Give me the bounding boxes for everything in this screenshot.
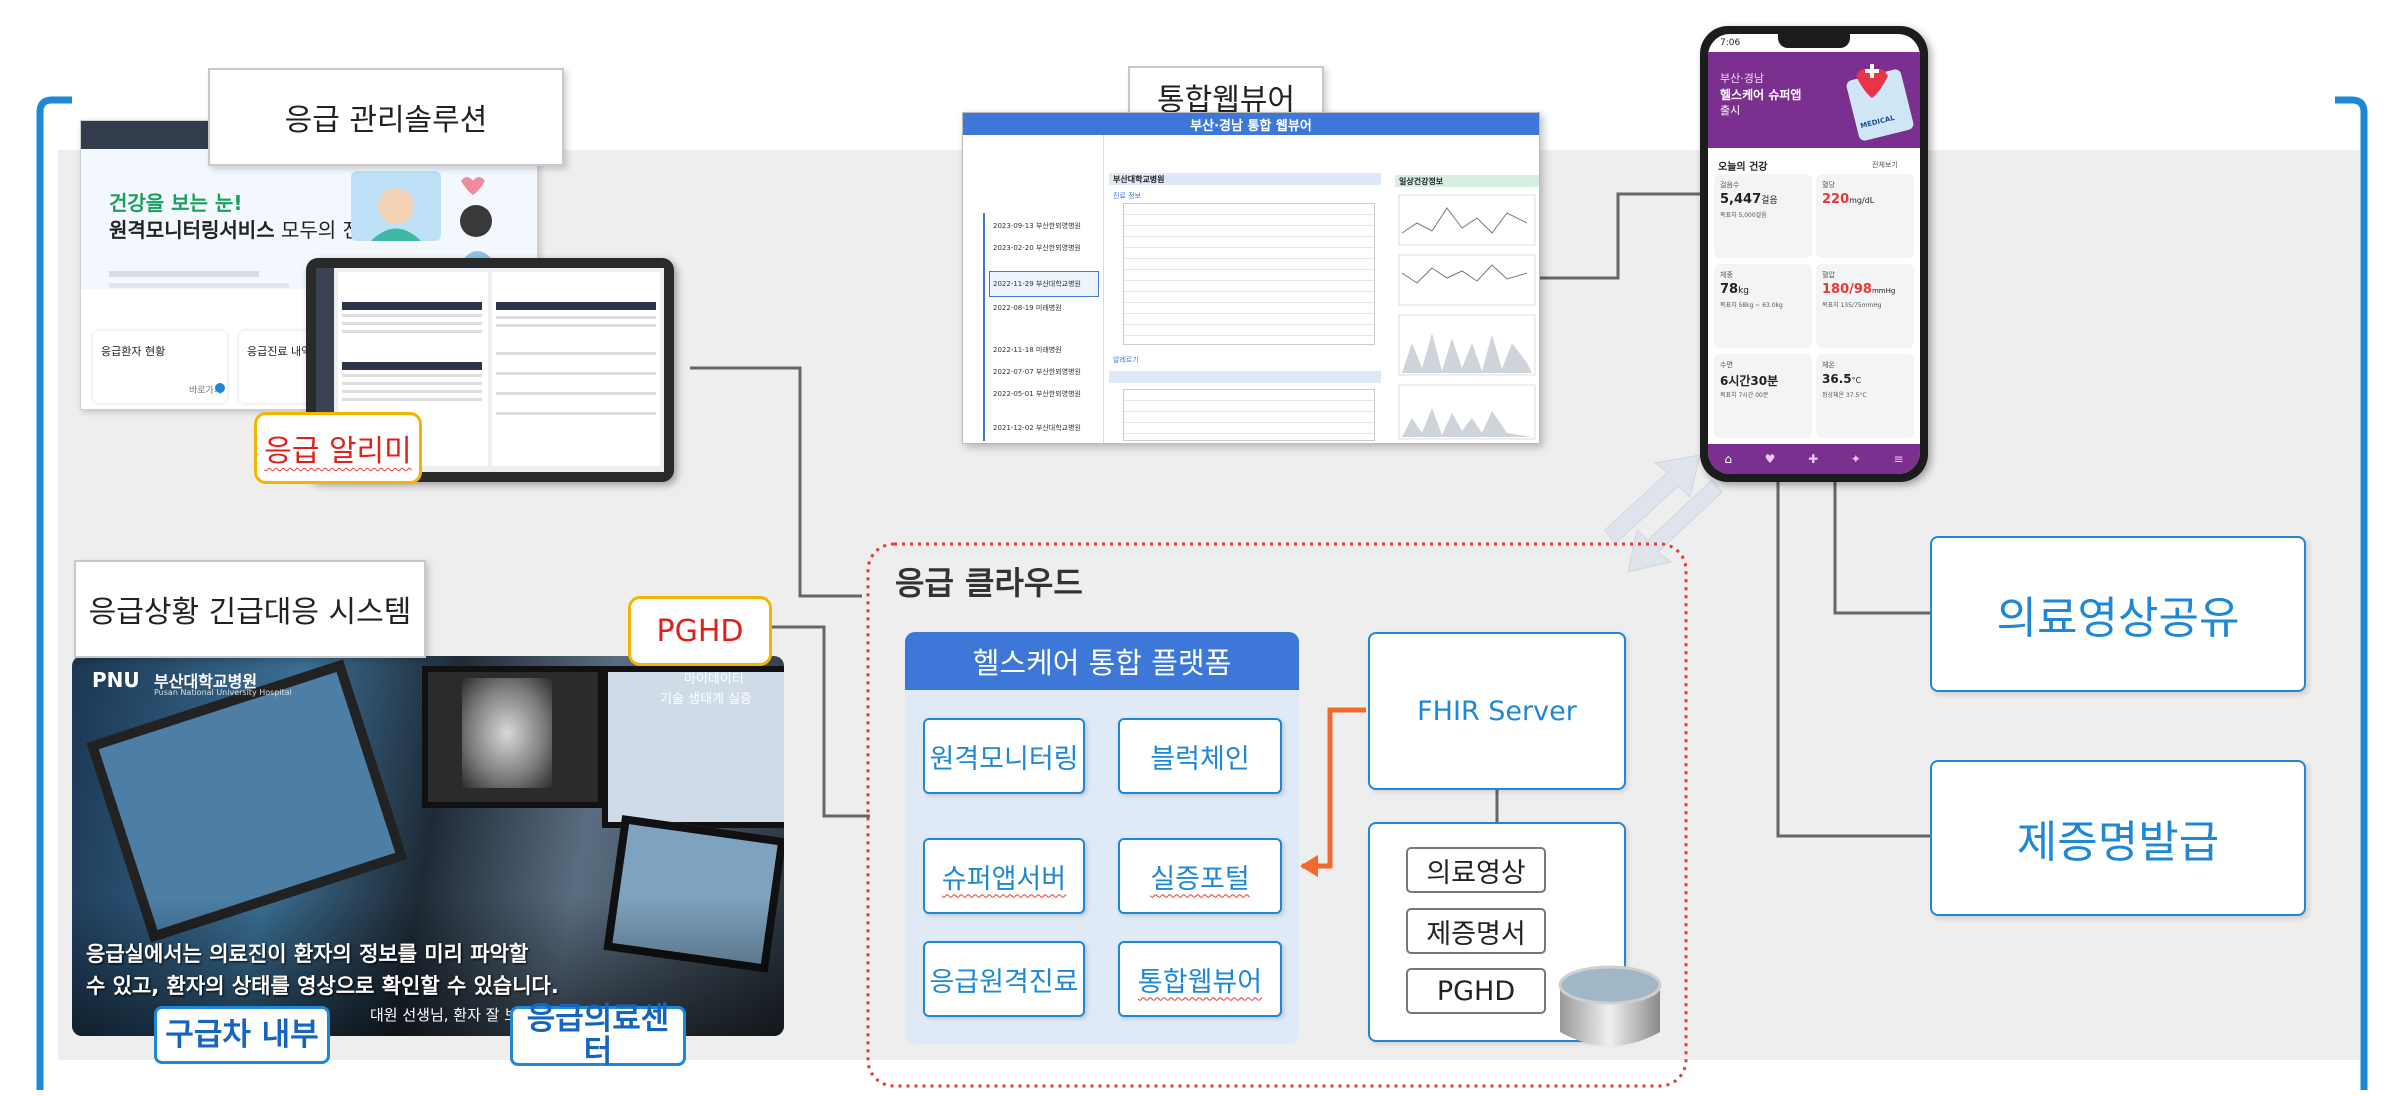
photo-caption-1: 응급실에서는 의료진이 환자의 정보를 미리 파악할: [86, 942, 529, 966]
steps-goal: 목표치 5,000걸음: [1720, 212, 1767, 219]
viewer-section1: 진료 정보: [1113, 192, 1141, 200]
phone-tab-bar: ⌂ ♥ ✚ ✦ ≡: [1708, 444, 1920, 474]
bp-unit: mmHg: [1871, 287, 1896, 295]
visit-date-7[interactable]: 2021-12-02 부산대학교병원: [993, 424, 1081, 432]
pill-icon[interactable]: ✚: [1808, 452, 1819, 466]
tag-ambulance: 구급차 내부: [154, 1006, 330, 1064]
label-emergency-system: 응급상황 긴급대응 시스템: [74, 560, 426, 658]
photo-sign-2: 기술 생태계 실증: [660, 692, 752, 707]
temp-card[interactable]: [1816, 354, 1914, 438]
weight-label: 체중: [1720, 271, 1733, 279]
banner-line1: 부산·경남: [1720, 72, 1764, 85]
steps-label: 걸음수: [1720, 181, 1740, 189]
menu-icon[interactable]: ≡: [1893, 452, 1904, 466]
weight-value: 78: [1720, 282, 1739, 297]
weight-card[interactable]: [1714, 264, 1812, 348]
weight-goal: 목표치 58kg ~ 63.0kg: [1720, 302, 1783, 309]
label-emergency-solution: 응급 관리솔루션: [208, 68, 564, 166]
certificate-issuance-box[interactable]: 제증명발급: [1930, 760, 2306, 916]
viewer-header: 부산·경남 통합 웹뷰어: [963, 113, 1539, 135]
bp-sys: 180: [1822, 282, 1850, 297]
visit-date-0[interactable]: 2023-09-13 부산한뫼영병원: [993, 222, 1081, 230]
photo-hospital-name: 부산대학교병원: [154, 672, 258, 691]
tag-er-center: 응급의료센터: [510, 1003, 686, 1068]
visit-date-6[interactable]: 2022-05-01 부산한뫼영병원: [993, 390, 1081, 398]
module-superapp-server[interactable]: 슈퍼앱서버: [923, 838, 1085, 914]
temp-label: 체온: [1822, 361, 1835, 369]
module-remote-monitoring[interactable]: 원격모니터링: [923, 718, 1085, 794]
sleep-card[interactable]: [1714, 354, 1812, 438]
visit-date-4[interactable]: 2022-11-18 미래병원: [993, 346, 1062, 354]
banner-line2: 헬스케어 슈퍼앱: [1720, 88, 1802, 102]
medical-clipboard-icon: [1846, 64, 1914, 141]
temp-goal: 정상체온 37.5°C: [1822, 392, 1867, 399]
hero-line2: 원격모니터링서비스: [109, 218, 275, 242]
sleep-label: 수면: [1720, 361, 1733, 369]
home-icon[interactable]: ⌂: [1724, 452, 1732, 466]
see-all-link[interactable]: 전체보기: [1872, 161, 1898, 169]
phu-logo: PNU: [92, 668, 140, 692]
temp-unit: °C: [1851, 376, 1862, 385]
health-trend-charts: [1398, 194, 1536, 440]
viewer-section2: 알레르기: [1113, 356, 1139, 364]
visit-date-5[interactable]: 2022-07-07 부산한뫼영병원: [993, 368, 1081, 376]
module-emergency-telemedicine[interactable]: 응급원격진료: [923, 941, 1085, 1017]
module-blockchain[interactable]: 블럭체인: [1118, 718, 1282, 794]
sleep-value: 6시간30분: [1720, 374, 1779, 388]
cloud-title: 응급 클라우드: [895, 564, 1083, 602]
photo-caption-2: 수 있고, 환자의 상태를 영상으로 확인할 수 있습니다.: [86, 974, 559, 998]
storage-pghd: PGHD: [1406, 968, 1546, 1014]
visit-date-3[interactable]: 2022-08-19 미래병원: [993, 304, 1062, 312]
steps-unit: 걸음: [1761, 196, 1778, 206]
viewer-hospital: 부산대학교병원: [1113, 175, 1165, 184]
tag-emergency-alert: 응급 알리미: [254, 412, 422, 484]
viewer-right-title: 일상건강정보: [1399, 177, 1444, 186]
fhir-server-box[interactable]: FHIR Server: [1368, 632, 1626, 790]
walk-icon[interactable]: ✦: [1850, 452, 1861, 466]
steps-value: 5,447: [1720, 192, 1762, 207]
photo-sign-1: 마이데이터: [684, 672, 744, 687]
status-time: 7:06: [1720, 38, 1741, 48]
module-integrated-viewer[interactable]: 통합웹뷰어: [1118, 941, 1282, 1017]
sugar-card[interactable]: [1816, 174, 1914, 258]
banner-line3: 출시: [1720, 104, 1741, 117]
card-emergency-history: 응급진료 내역: [247, 345, 312, 358]
platform-title: 헬스케어 통합 플랫폼: [905, 632, 1299, 690]
card-emergency-status: 응급환자 현황: [101, 345, 166, 358]
bp-dia: /98: [1849, 282, 1872, 297]
storage-certificate: 제증명서: [1406, 908, 1546, 954]
weight-unit: kg: [1738, 286, 1750, 296]
storage-medical-image: 의료영상: [1406, 847, 1546, 893]
sleep-goal: 목표치 7시간 00분: [1720, 392, 1769, 399]
module-demo-portal[interactable]: 실증포털: [1118, 838, 1282, 914]
bp-card[interactable]: [1816, 264, 1914, 348]
more-link[interactable]: 바로가기: [189, 386, 223, 396]
smartphone-device: 7:06 부산·경남 헬스케어 슈퍼앱 출시 MEDICAL 오늘의 건강 전체…: [1700, 26, 1928, 482]
sugar-label: 혈당: [1822, 181, 1835, 189]
visit-date-1[interactable]: 2023-02-20 부산한뫼영병원: [993, 244, 1081, 252]
bp-goal: 목표치 135/75mmHg: [1822, 302, 1882, 309]
stethoscope-icon[interactable]: ♥: [1764, 452, 1776, 466]
database-icon: [1558, 965, 1662, 1046]
bp-label: 혈압: [1822, 271, 1835, 279]
sugar-unit: mg/dL: [1849, 196, 1875, 205]
tag-pghd: PGHD: [628, 596, 772, 666]
medical-image-sharing-box[interactable]: 의료영상공유: [1930, 536, 2306, 692]
sugar-value: 220: [1822, 192, 1850, 207]
integrated-viewer-screenshot: 부산·경남 통합 웹뷰어 2023-09-13 부산한뫼영병원 2023-02-…: [962, 112, 1540, 444]
photo-hospital-en: Pusan National University Hospital: [154, 688, 292, 697]
visit-date-2[interactable]: 2022-11-29 부산대학교병원: [993, 280, 1081, 288]
hero-line1: 건강을 보는 눈!: [109, 191, 243, 215]
today-health-title: 오늘의 건강: [1718, 162, 1768, 173]
temp-value: 36.5: [1822, 372, 1852, 386]
steps-card[interactable]: [1714, 174, 1812, 258]
emergency-photo: PNU 부산대학교병원 Pusan National University Ho…: [72, 656, 784, 1036]
